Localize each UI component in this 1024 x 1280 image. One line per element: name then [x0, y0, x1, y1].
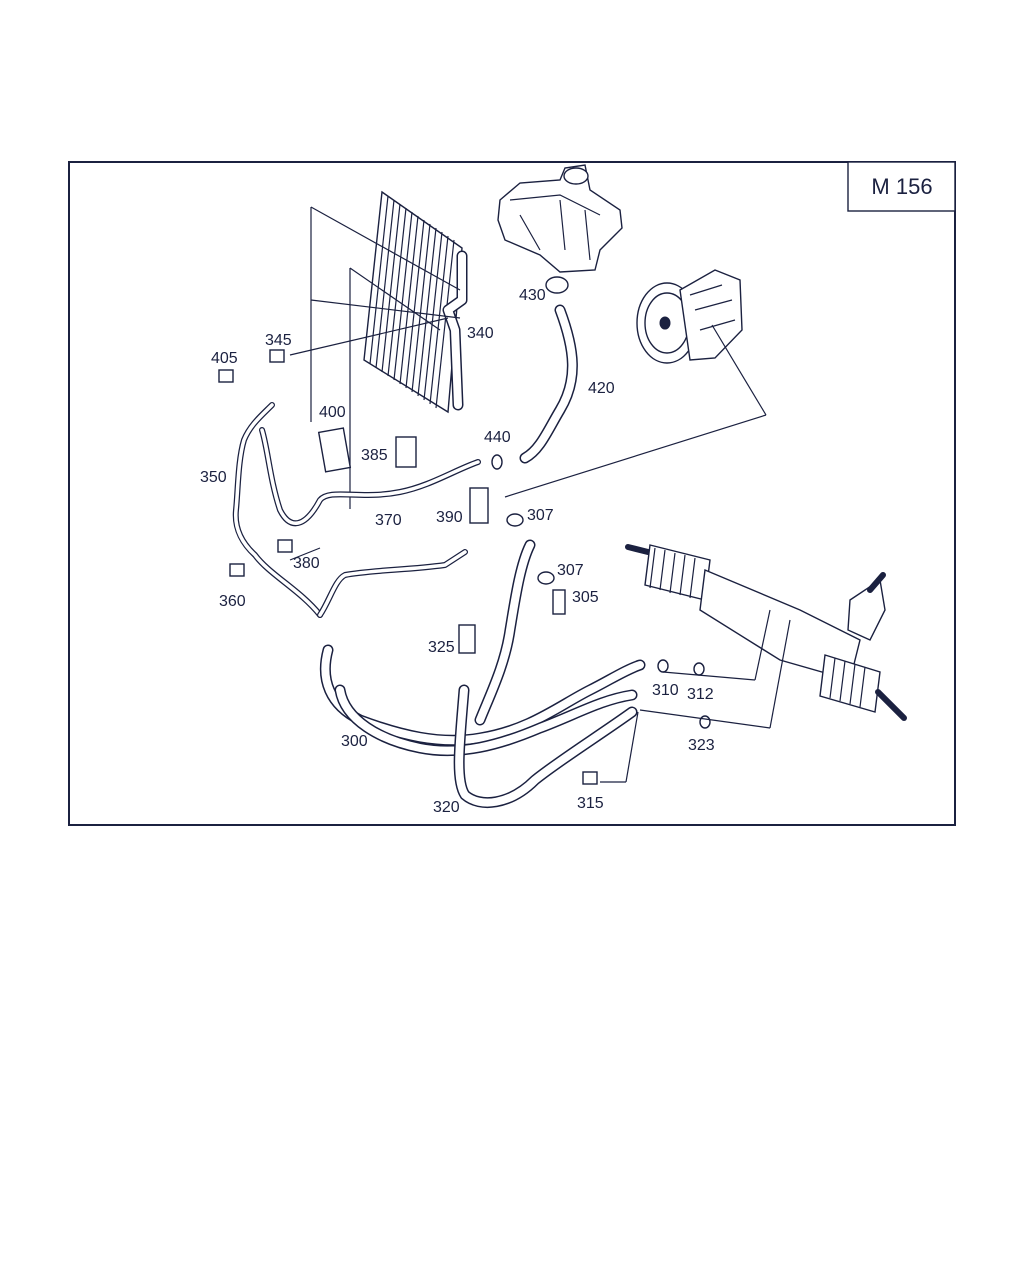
callout-307-lower: 307 [557, 562, 584, 579]
callout-312: 312 [687, 686, 714, 703]
callout-380: 380 [293, 555, 320, 572]
seal-312 [693, 662, 705, 676]
oil-cooler [363, 190, 468, 414]
suction-hose [519, 304, 578, 464]
hose-clamp-440 [491, 454, 503, 470]
callout-325: 325 [428, 639, 455, 656]
bolt-345 [269, 349, 285, 363]
callout-350: 350 [200, 469, 227, 486]
bolt-315 [582, 771, 598, 785]
seal-307-top [506, 513, 524, 527]
seal-307-lower [537, 571, 555, 585]
callout-345: 345 [265, 332, 292, 349]
model-badge-box [847, 161, 956, 212]
bolt-360 [229, 563, 245, 577]
callout-310: 310 [652, 682, 679, 699]
bracket-385 [395, 436, 417, 468]
callout-430: 430 [519, 287, 546, 304]
hose-clamp [545, 276, 569, 294]
callout-300: 300 [341, 733, 368, 750]
bolt-405 [218, 369, 234, 383]
fitting-325 [458, 624, 476, 654]
seal-323 [699, 715, 711, 729]
return-lines [232, 402, 481, 618]
callout-305: 305 [572, 589, 599, 606]
callout-390: 390 [436, 509, 463, 526]
bolt-380 [277, 539, 293, 553]
callout-360: 360 [219, 593, 246, 610]
callout-320: 320 [433, 799, 460, 816]
callout-307-top: 307 [527, 507, 554, 524]
callout-340: 340 [467, 325, 494, 342]
diagram-frame [68, 161, 956, 826]
model-badge: M 156 [871, 174, 932, 199]
callout-315: 315 [577, 795, 604, 812]
fitting-400 [317, 427, 352, 473]
bracket-390 [469, 487, 489, 524]
callout-370: 370 [375, 512, 402, 529]
power-steering-pump [636, 269, 743, 364]
callout-323: 323 [688, 737, 715, 754]
seal-310 [657, 659, 669, 673]
pressure-hoses [319, 539, 646, 809]
callout-405: 405 [211, 350, 238, 367]
steering-gear-rack [625, 544, 907, 721]
banjo-bolt-305 [552, 589, 566, 615]
callout-440: 440 [484, 429, 511, 446]
callout-385: 385 [361, 447, 388, 464]
callout-420: 420 [588, 380, 615, 397]
fluid-reservoir [497, 164, 623, 273]
leader-lines [289, 547, 791, 783]
callout-400: 400 [319, 404, 346, 421]
